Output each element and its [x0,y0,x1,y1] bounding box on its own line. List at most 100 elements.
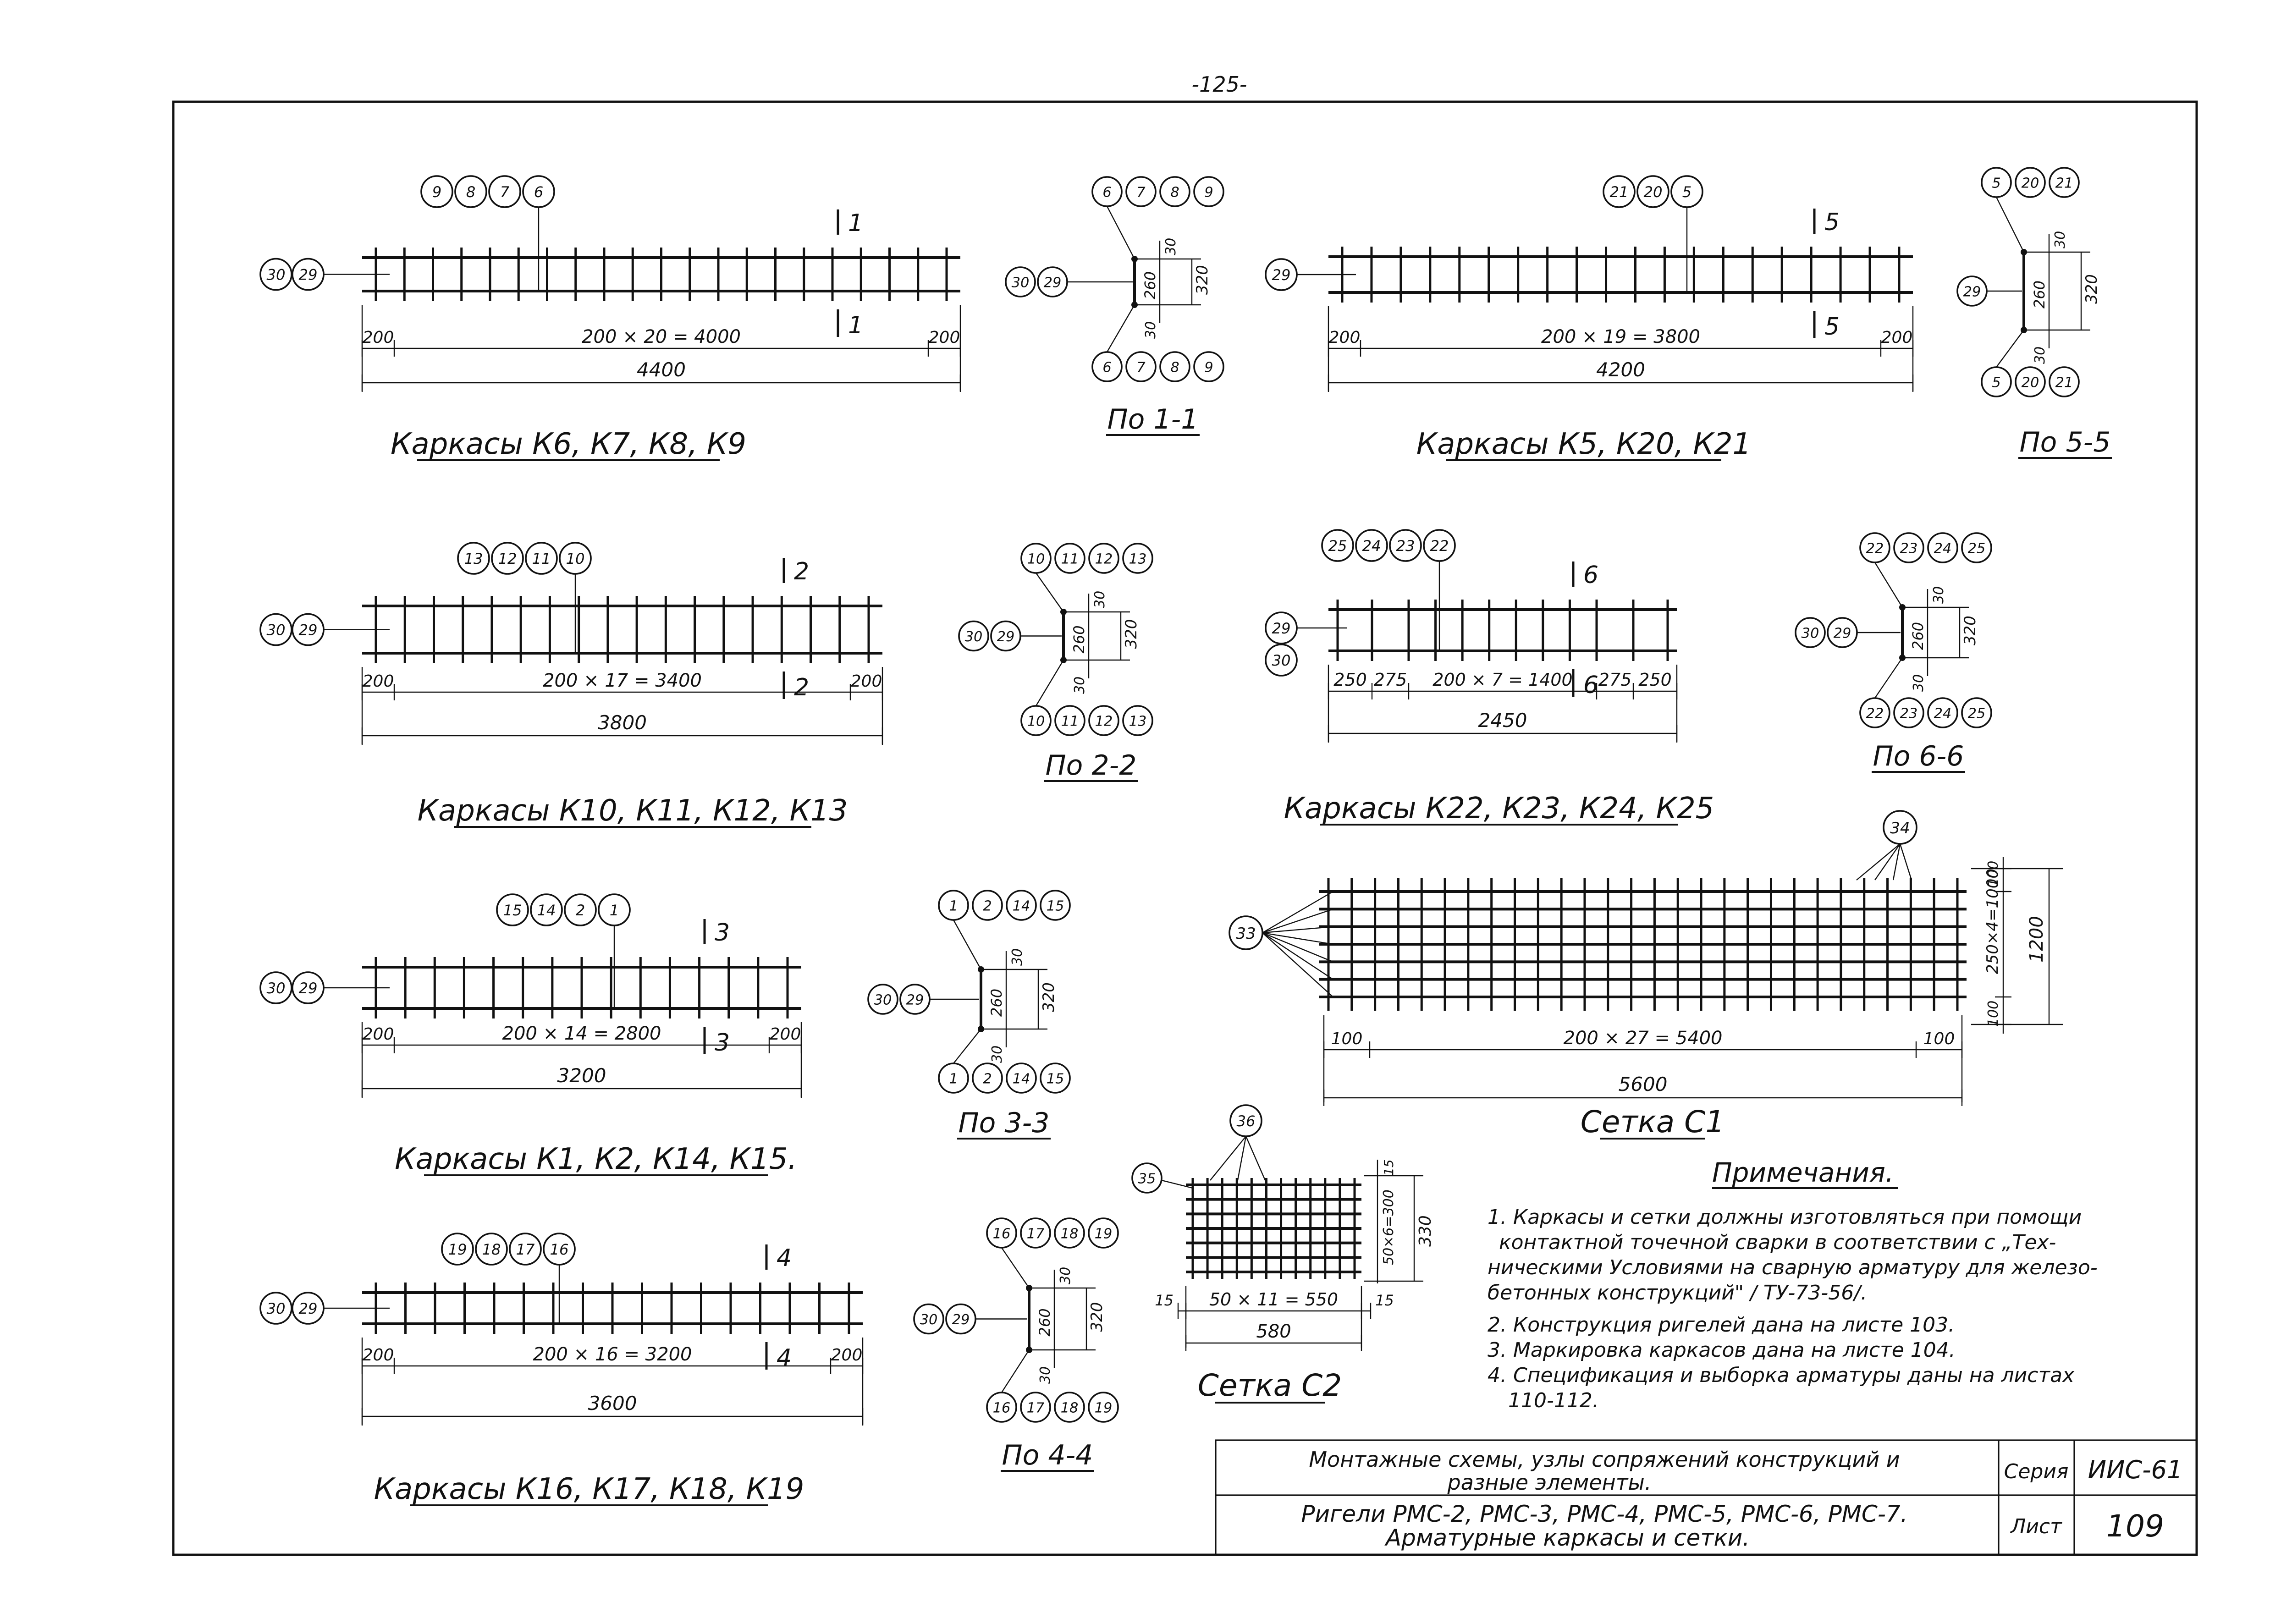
marker-label: 24 [1362,537,1381,555]
marker-label: 34 [1890,819,1910,837]
dim-cover-top: 30 [1931,586,1947,604]
section-caption: По 4-4 [1002,1439,1093,1471]
frame-caption: Каркасы К16, К17, К18, К19 [374,1472,804,1506]
position-marker-30: 30 [1795,617,1826,648]
dim-mid: 200 × 20 = 4000 [582,326,741,347]
position-marker-17: 17 [509,1233,542,1266]
position-marker-30: 30 [259,971,292,1004]
marker-circle [1636,175,1669,208]
dim-total-height: 320 [1193,265,1212,295]
marker-label: 15 [1047,898,1064,914]
marker-label: 8 [466,183,476,201]
section-label-bottom: 1 [848,312,863,339]
marker-label: 11 [1061,551,1079,567]
dim-total: 3200 [557,1064,606,1087]
marker-circle [1088,705,1119,736]
dim-total: 3600 [588,1392,637,1415]
series-value: ИИС-61 [2088,1455,2183,1484]
position-marker-10: 10 [559,542,592,575]
position-marker-29: 29 [1265,258,1298,291]
position-marker-11: 11 [1054,705,1085,736]
marker-label: 30 [965,629,983,645]
marker-label: 12 [498,550,517,567]
marker-label: 36 [1236,1112,1255,1130]
dim-cover-top: 30 [1163,238,1179,255]
marker-circle [1603,175,1636,208]
dim-end-left: 200 [1329,328,1361,347]
dim-v-end: 15 [1381,1159,1396,1176]
dim-cover-top: 30 [1009,948,1025,966]
marker-label: 12 [1095,551,1113,567]
marker-circle [1321,529,1354,562]
marker-circle [2015,167,2046,198]
position-marker-30: 30 [867,984,898,1015]
position-marker-1: 1 [938,890,969,921]
position-marker-18: 18 [1054,1217,1085,1249]
frame-caption: Каркасы К1, К2, К14, К15. [395,1142,797,1176]
position-marker-19: 19 [1088,1392,1119,1423]
marker-circle [1961,532,1992,563]
position-marker-13: 13 [457,542,490,575]
marker-label: 22 [1866,541,1884,557]
section-label-bottom: 6 [1583,672,1598,699]
marker-leader [1899,843,1912,881]
marker-leader [953,1029,981,1064]
dim-v-mid: 50×6=300 [1381,1189,1397,1265]
position-marker-9: 9 [1193,351,1224,382]
marker-circle [509,1233,542,1266]
frame-caption: Каркасы К6, К7, К8, К9 [391,427,746,461]
marker-label: 29 [997,629,1015,645]
marker-circle [972,1062,1003,1094]
dim-total: 3800 [598,711,647,734]
marker-leader [1856,843,1901,881]
position-marker-12: 12 [1088,543,1119,574]
position-marker-23: 23 [1893,532,1924,563]
sheet-label: Лист [2010,1515,2062,1538]
marker-label: 30 [1802,626,1819,642]
marker-circle [1389,529,1422,562]
position-marker-33: 33 [1229,915,1263,950]
position-marker-1: 1 [938,1062,969,1094]
dim-end-left: 200 [363,672,394,691]
marker-circle [1927,697,1958,728]
dim-end-right: 200 [1881,328,1913,347]
dim-end-3: 275 [1598,670,1632,690]
section-label-top: 1 [848,209,863,237]
marker-leader [1237,1136,1247,1181]
marker-label: 23 [1396,537,1415,555]
marker-label: 2 [983,1071,992,1087]
position-marker-11: 11 [1054,543,1085,574]
marker-circle [1355,529,1388,562]
marker-label: 30 [266,1300,285,1317]
marker-circle [2015,366,2046,397]
marker-label: 29 [952,1312,970,1328]
marker-label: 9 [432,183,442,201]
marker-circle [1020,1217,1051,1249]
position-marker-13: 13 [1122,705,1153,736]
marker-circle [1159,351,1190,382]
notes-block: Примечания. 1. Каркасы и сетки должны из… [1488,1157,2098,1412]
dim-end-1: 250 [1333,670,1367,690]
position-marker-8: 8 [1159,176,1190,207]
position-marker-2: 2 [972,890,1003,921]
marker-circle [259,1292,292,1325]
marker-circle [457,542,490,575]
position-marker-29: 29 [1037,266,1068,297]
position-marker-24: 24 [1927,697,1958,728]
marker-circle [2049,167,2080,198]
note-line-6: 3. Маркировка каркасов дана на листе 104… [1488,1338,1956,1362]
marker-label: 30 [874,992,892,1008]
marker-label: 29 [1272,266,1290,284]
marker-leader [1874,843,1901,881]
marker-label: 17 [1027,1400,1045,1416]
note-line-8: 110-112. [1508,1389,1599,1412]
marker-leader [1262,932,1333,997]
note-line-4: бетонных конструкций" / ТУ-73-56/. [1488,1281,1867,1305]
marker-label: 15 [503,902,522,919]
position-marker-7: 7 [488,175,521,208]
section-label-bottom: 3 [715,1029,730,1057]
